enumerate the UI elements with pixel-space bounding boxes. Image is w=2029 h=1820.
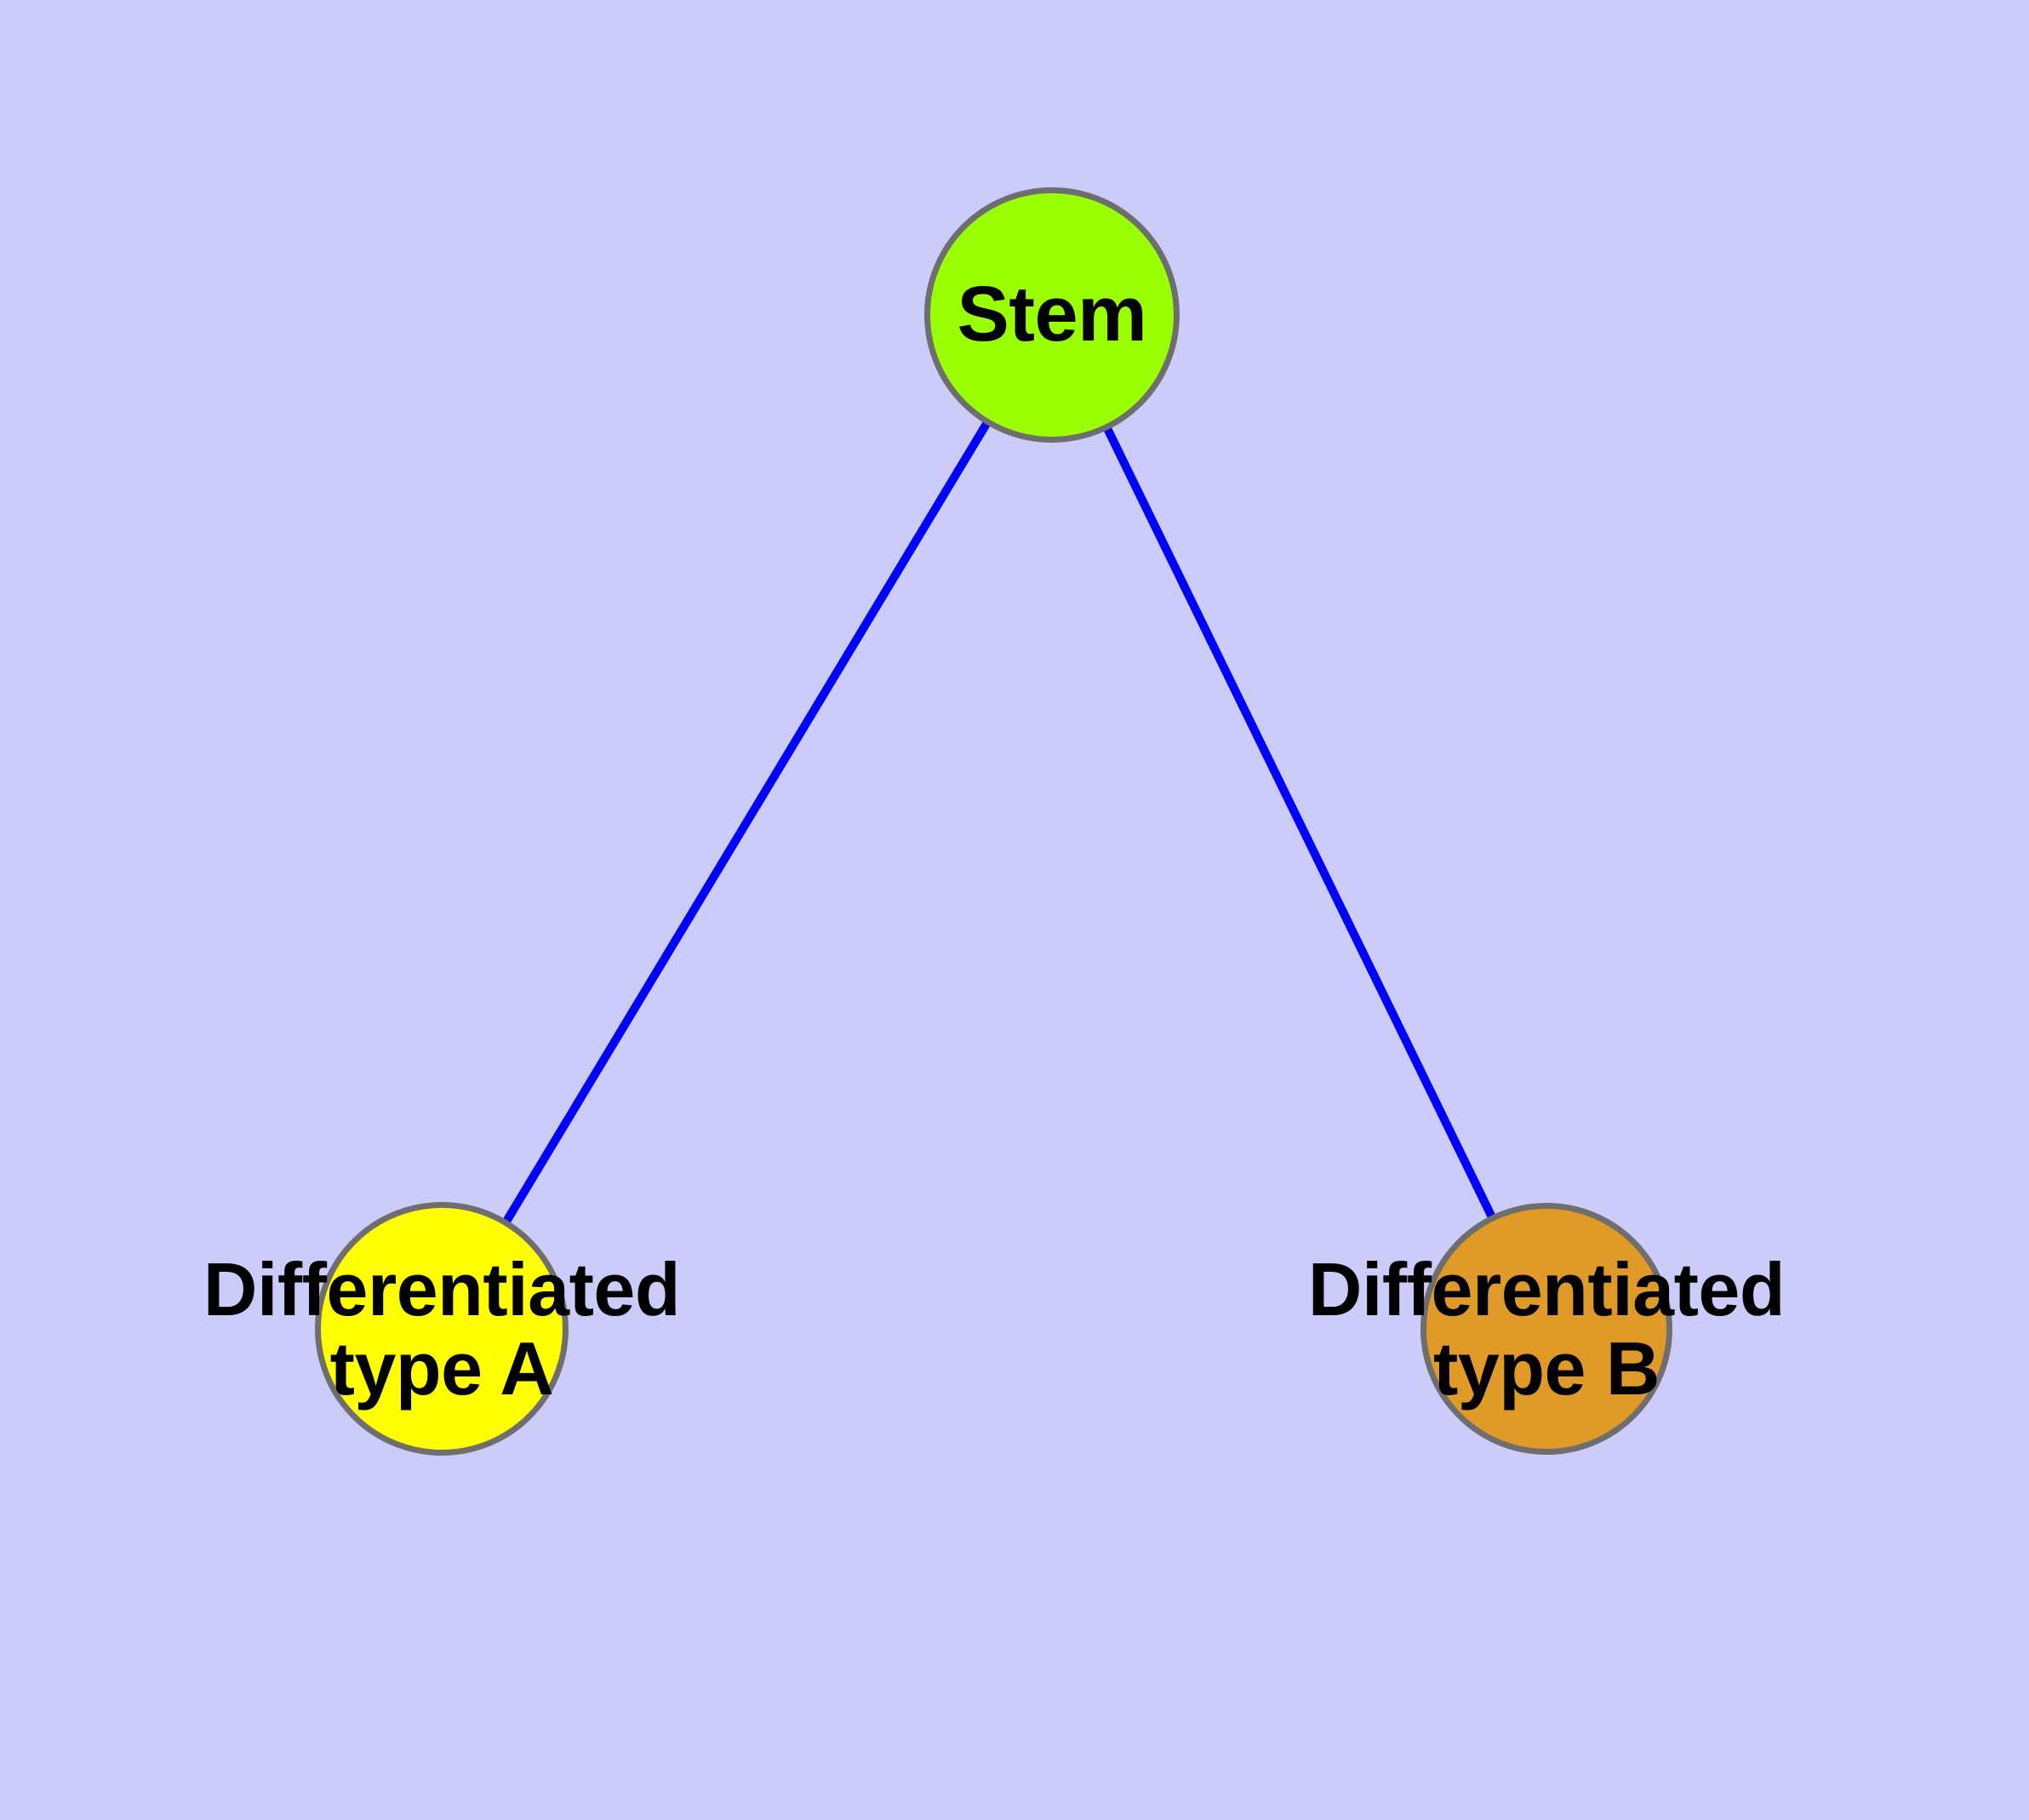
node-stem-circle[interactable] bbox=[924, 187, 1180, 443]
node-differentiated-type-a-circle[interactable] bbox=[315, 1202, 569, 1456]
edge-stem-to-differentiated-type-a bbox=[437, 312, 1056, 1331]
node-differentiated-type-b-circle[interactable] bbox=[1420, 1203, 1672, 1455]
node-stem-label: Stem bbox=[957, 271, 1147, 358]
edge-stem-to-differentiated-type-b bbox=[1048, 312, 1551, 1331]
